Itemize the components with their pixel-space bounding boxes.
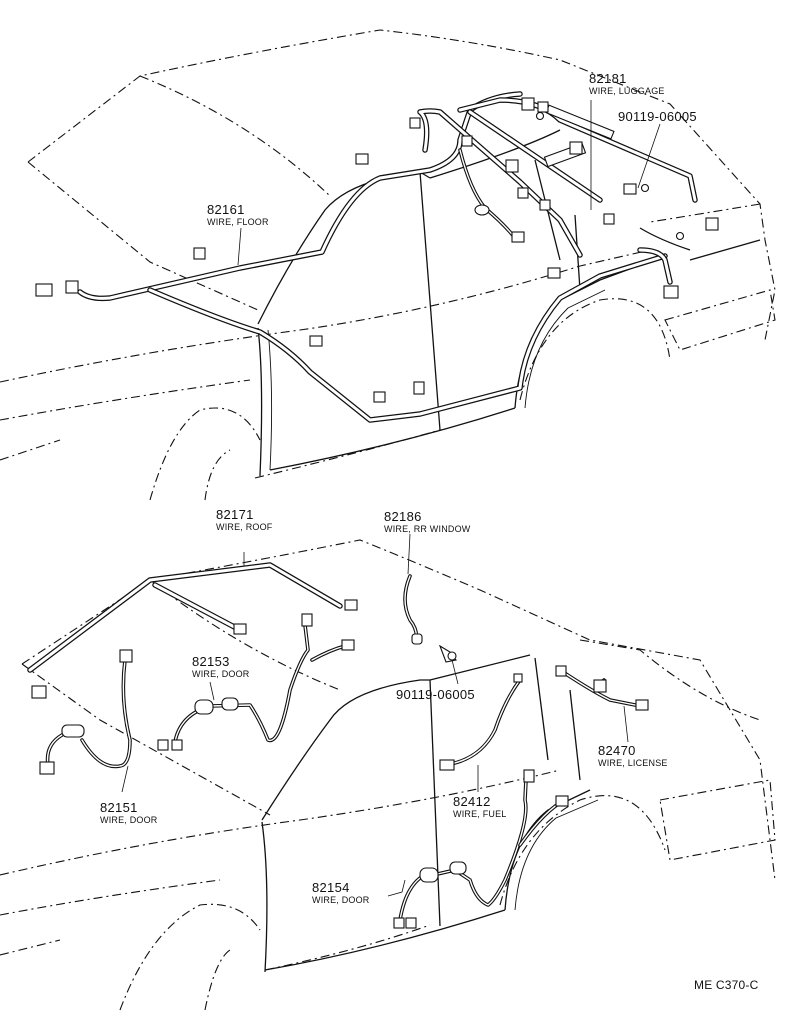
- lower-car-body: [0, 539, 776, 1011]
- callout-desc: WIRE, DOOR: [100, 815, 158, 825]
- callout-part-no: 82154: [312, 880, 350, 895]
- callout-desc: WIRE, LICENSE: [598, 758, 668, 768]
- upper-door-panels: [257, 129, 761, 477]
- callout-desc: WIRE, FLOOR: [207, 217, 269, 227]
- leader-lines: [121, 100, 661, 897]
- callout-82171: 82171 WIRE, ROOF: [216, 508, 273, 532]
- callout-82186: 82186 WIRE, RR WINDOW: [384, 510, 471, 534]
- callout-part-no: 82412: [453, 794, 491, 809]
- callout-82151: 82151 WIRE, DOOR: [100, 801, 158, 825]
- callout-part-no: 82181: [589, 71, 627, 86]
- callout-desc: WIRE, FUEL: [453, 809, 507, 819]
- callout-82181: 82181 WIRE, LUGGAGE: [589, 72, 665, 96]
- callout-part-no: 82153: [192, 654, 230, 669]
- roof-harness: [27, 552, 343, 673]
- lower-wires: [45, 574, 642, 922]
- upper-car-body: [0, 29, 776, 501]
- callout-desc: WIRE, DOOR: [312, 895, 370, 905]
- callout-part-no: 82186: [384, 509, 422, 524]
- callout-part-no: 90119-06005: [396, 687, 475, 702]
- callout-82412: 82412 WIRE, FUEL: [453, 795, 507, 819]
- diagram-code: ME C370-C: [694, 978, 759, 992]
- callout-desc: WIRE, LUGGAGE: [589, 86, 665, 96]
- callout-part-no: 82151: [100, 800, 138, 815]
- callout-desc: WIRE, ROOF: [216, 522, 273, 532]
- callout-desc: WIRE, DOOR: [192, 669, 250, 679]
- callout-82470: 82470 WIRE, LICENSE: [598, 744, 668, 768]
- callout-90119-06005-lower: 90119-06005: [396, 688, 475, 701]
- callout-82154: 82154 WIRE, DOOR: [312, 881, 370, 905]
- callout-part-no: 82171: [216, 507, 254, 522]
- lower-connectors: [31, 599, 649, 929]
- callout-part-no: 82161: [207, 202, 245, 217]
- callout-part-no: 82470: [598, 743, 636, 758]
- callout-desc: WIRE, RR WINDOW: [384, 524, 471, 534]
- callout-part-no: 90119-06005: [618, 109, 697, 124]
- callout-90119-06005-upper: 90119-06005: [618, 110, 697, 123]
- upper-connectors: [35, 97, 719, 403]
- callout-82161: 82161 WIRE, FLOOR: [207, 203, 269, 227]
- callout-82153: 82153 WIRE, DOOR: [192, 655, 250, 679]
